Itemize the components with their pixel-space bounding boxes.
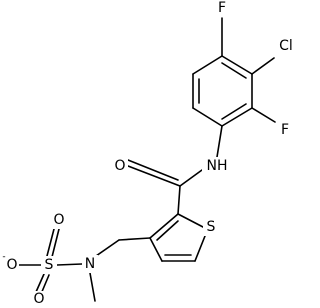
bond-thio-s-c5: [194, 235, 206, 262]
bond-ch2-n: [95, 239, 120, 257]
atom-label-cl: Cl: [279, 38, 293, 54]
bond-ring-inner-1: [221, 62, 247, 79]
bond-ring-a4-a5: [192, 107, 223, 127]
bond-s-o-lower-1: [35, 273, 45, 293]
bond-ring-nh: [216, 125, 223, 158]
bond-thio-c4-c3: [149, 237, 163, 262]
bond-nh-carbonyl: [179, 169, 203, 187]
bond-n-methyl: [89, 272, 96, 302]
atom-label-layer: F Cl F NH O S N O O O - S: [2, 0, 300, 308]
atom-label-o-sulfonyl-lower: O: [33, 291, 44, 307]
bond-cl: [251, 57, 275, 75]
molecule-canvas: F Cl F NH O S N O O O - S: [2, 0, 300, 308]
atom-label-s-ring: S: [207, 219, 216, 235]
bond-carbonyl-o-1: [127, 165, 181, 187]
bond-layer: [18, 17, 276, 302]
atom-label-f-right: F: [281, 122, 289, 138]
bond-ring-a3-a4: [221, 107, 253, 127]
charge-label-o-sulfonate: -: [2, 252, 5, 262]
atom-label-s-sulfonyl: S: [45, 257, 54, 273]
bond-ring-inner-2: [221, 103, 247, 120]
bond-s-o-upper-2: [51, 228, 60, 258]
bond-thio-c2-s: [177, 213, 204, 228]
bond-c3-ch2: [118, 237, 151, 241]
bond-f-right: [251, 107, 276, 123]
bond-s-o-upper-1: [46, 228, 55, 257]
atom-label-o-carbonyl: O: [114, 158, 125, 174]
structure-diagram: F Cl F NH O S N O O O - S: [2, 0, 300, 308]
atom-label-nh: NH: [207, 158, 228, 174]
bond-s-o-lower-2: [40, 274, 50, 295]
atom-label-n-sulfonamide: N: [85, 256, 95, 272]
atom-label-f-top: F: [218, 0, 226, 16]
bond-carbonyl-o-2: [127, 159, 179, 181]
bond-carbonyl-thiophene: [177, 185, 181, 215]
bond-ring-a6-a1: [192, 55, 223, 75]
atom-label-o-sulfonyl-upper: O: [53, 212, 64, 228]
bond-n-s: [56, 263, 83, 266]
atom-label-o-sulfonate: O: [6, 257, 17, 273]
bond-thio-inner-1: [156, 220, 179, 241]
bond-ring-a1-a2: [221, 55, 253, 75]
bond-thio-c3-c2: [149, 213, 179, 239]
